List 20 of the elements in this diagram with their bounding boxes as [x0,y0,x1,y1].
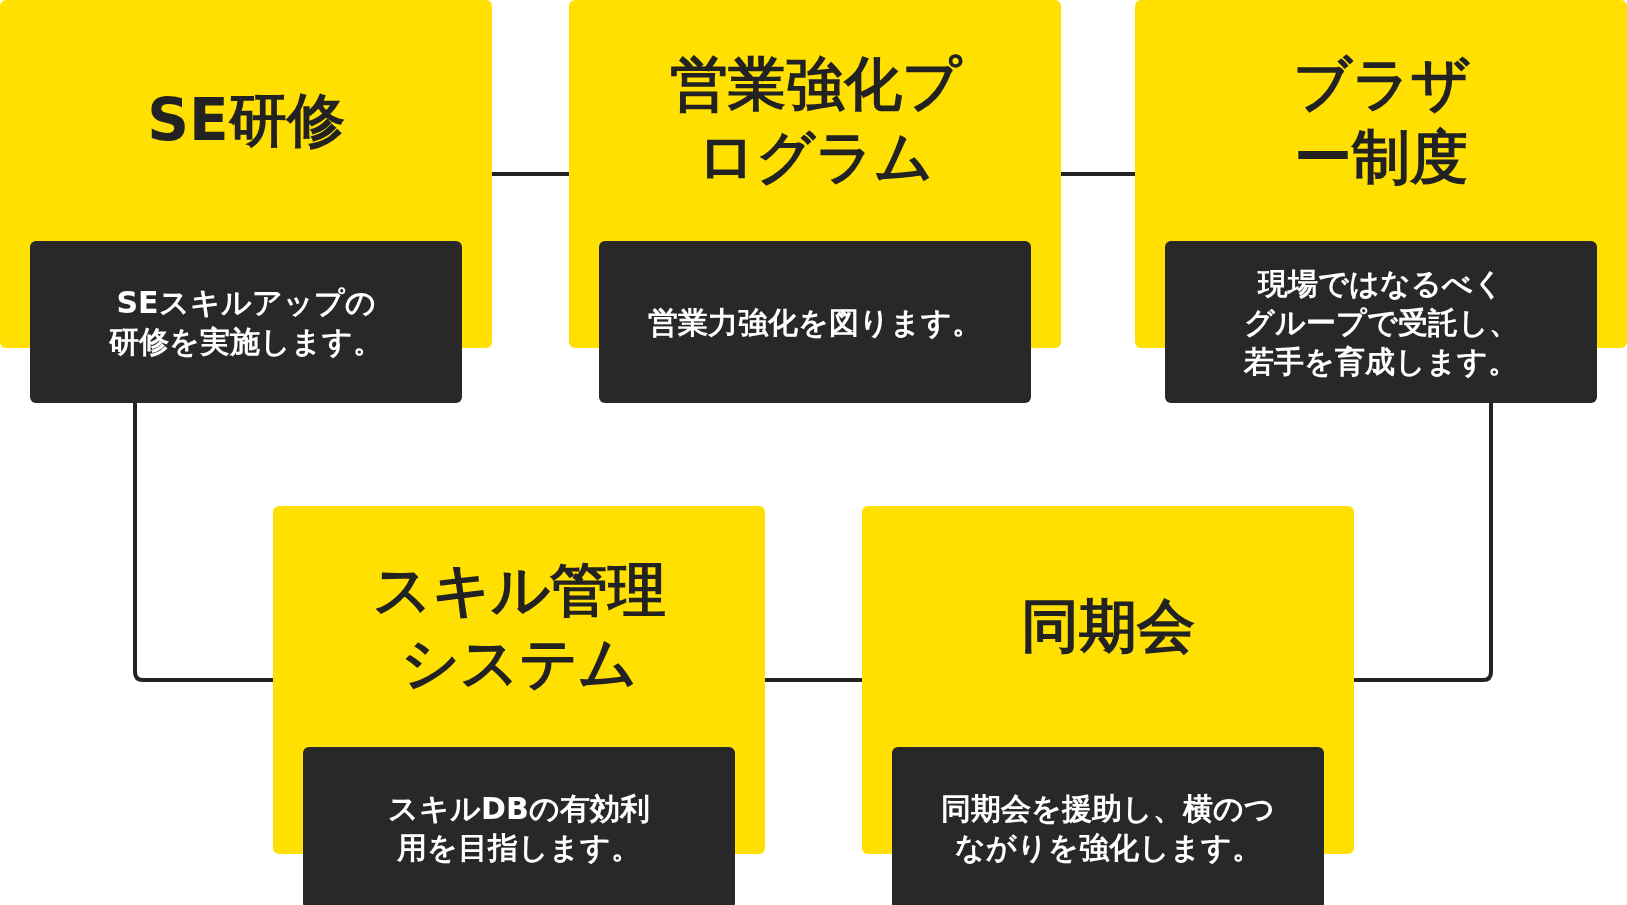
description-text: 同期会を援助し、横のつながりを強化します。 [940,790,1276,867]
description-panel [892,747,1324,905]
description-panel [1165,241,1597,403]
connector-line [133,403,273,682]
description-text: スキルDBの有効利用を目指します。 [387,790,651,867]
description-panel [599,241,1031,403]
card-title: 同期会 [1021,591,1195,663]
description-panel [303,747,735,905]
description-text: 現場ではなるべくグループで受託し、若手を育成します。 [1242,264,1520,381]
description-panel [30,241,462,403]
card-title: SE研修 [147,85,345,157]
description-text: 営業力強化を図ります。 [648,303,982,342]
connector-line [1061,172,1135,176]
card-title: スキル管理システム [371,555,667,699]
card-title: ブラザー制度 [1291,49,1471,193]
connector-line [492,172,569,176]
connector-line [765,678,862,682]
connector-line [1354,403,1493,682]
description-text: SEスキルアップの研修を実施します。 [108,284,384,361]
card-title: 営業強化プログラム [668,49,964,193]
